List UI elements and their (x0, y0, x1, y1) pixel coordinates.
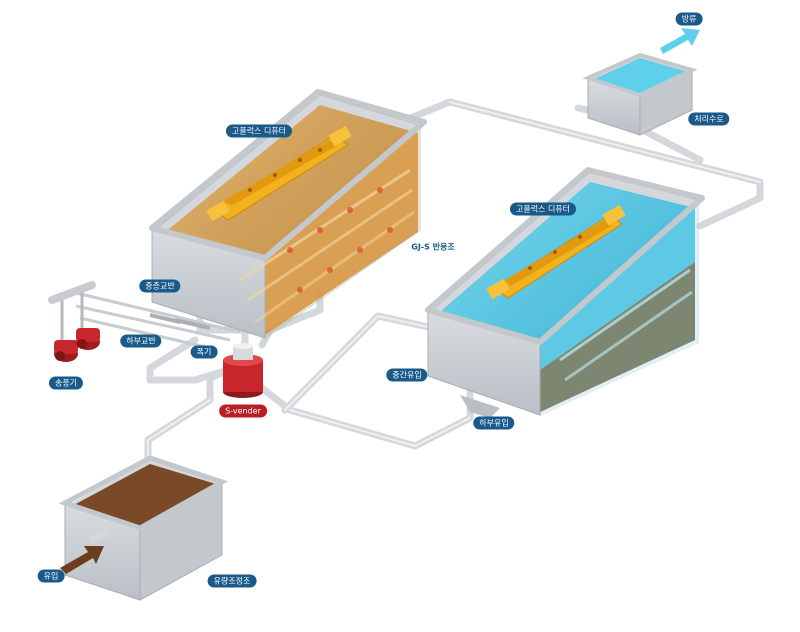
label-equalization-tank: 유량조정조 (207, 574, 257, 588)
pipe-svender-to-aeration (146, 336, 232, 384)
pipe-svender-to-reactor2 (258, 384, 474, 450)
label-discharge: 방류 (675, 12, 703, 26)
label-mid-agitator: 중층교반 (139, 279, 181, 293)
treated-water-tank (582, 52, 698, 136)
label-blower: 송풍기 (48, 376, 84, 390)
label-treated-tank: 처리수로 (688, 112, 730, 126)
discharge-arrow (660, 28, 700, 54)
reactor-tank-2 (425, 167, 705, 418)
label-s-vender: S-vender (219, 404, 267, 418)
reactor2-hopper (460, 395, 500, 418)
label-lower-inflow: 하부유입 (473, 416, 515, 430)
complex-diffuser-2 (486, 204, 626, 300)
label-reactor: GJ-S 반응조 (411, 242, 455, 252)
blower-unit-2 (76, 328, 100, 350)
label-aeration: 폭기 (190, 345, 218, 359)
blower-unit-1 (54, 340, 78, 362)
label-complex-diffuser-1: 고플럭스 디퓨터 (225, 124, 293, 138)
label-mid-inflow: 중간유입 (386, 368, 428, 382)
label-inflow: 유입 (37, 569, 65, 583)
label-lower-agitator: 하부교반 (120, 334, 162, 348)
reactor-tank-1 (149, 89, 427, 340)
equalization-tank (58, 455, 229, 601)
complex-diffuser-1 (206, 125, 352, 222)
inflow-arrow (60, 546, 104, 574)
s-vender-unit (223, 343, 263, 398)
pipe-reactor1-bottom (258, 291, 324, 349)
blower-rig (48, 281, 241, 350)
label-complex-diffuser-2: 고플럭스 디퓨터 (509, 202, 577, 216)
